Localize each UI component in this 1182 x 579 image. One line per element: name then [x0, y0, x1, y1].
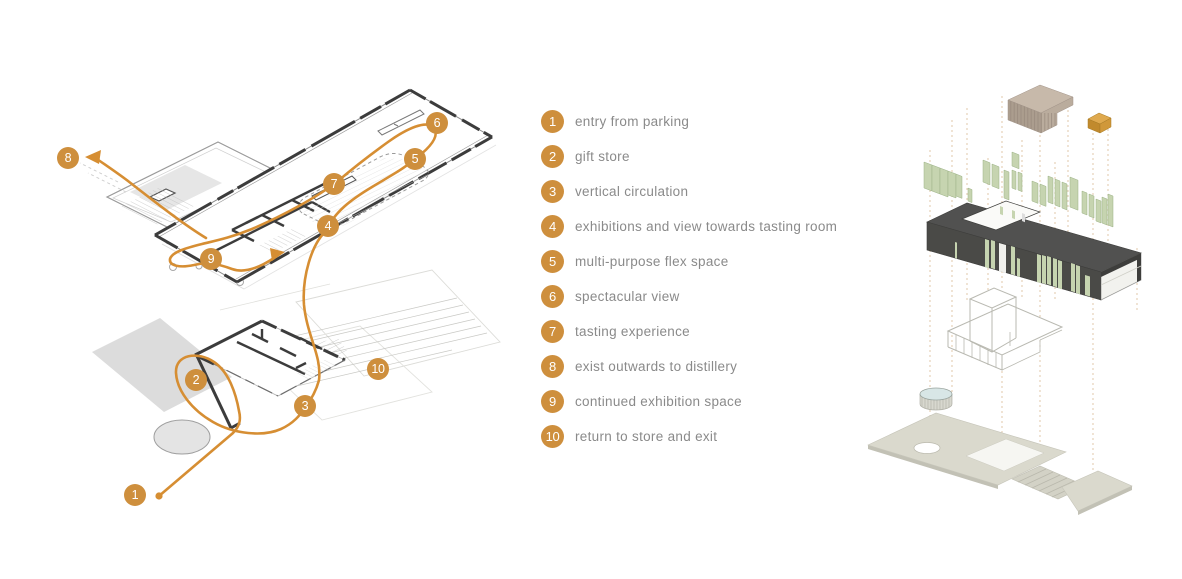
window-panels-layer [923, 151, 1114, 228]
chimney-box [1087, 112, 1112, 134]
roof-volume [1007, 84, 1074, 134]
plan-marker-1: 1 [124, 484, 146, 506]
plan-marker-3: 3 [294, 395, 316, 417]
legend-item-label: spectacular view [575, 289, 680, 304]
ground-floor-wireframe [946, 287, 1064, 371]
plan-marker-9: 9 [200, 248, 222, 270]
water-tank-cylinder [919, 387, 953, 411]
legend-number-badge: 7 [541, 320, 564, 343]
legend-item-label: return to store and exit [575, 429, 718, 444]
plan-marker-8: 8 [57, 147, 79, 169]
plan-marker-2: 2 [185, 369, 207, 391]
circulation-path [85, 123, 437, 500]
legend-item-label: tasting experience [575, 324, 690, 339]
legend-number-badge: 8 [541, 355, 564, 378]
legend-item-label: continued exhibition space [575, 394, 742, 409]
legend-item: 1 entry from parking [541, 110, 837, 133]
legend-item: 3 vertical circulation [541, 180, 837, 203]
legend-item: 4 exhibitions and view towards tasting r… [541, 215, 837, 238]
legend-item: 2 gift store [541, 145, 837, 168]
plan-marker-4: 4 [317, 215, 339, 237]
legend-item-label: vertical circulation [575, 184, 689, 199]
legend-item-label: gift store [575, 149, 630, 164]
plan-marker-7: 7 [323, 173, 345, 195]
main-volume [926, 200, 1142, 301]
plan-marker-6: 6 [426, 112, 448, 134]
legend: 1 entry from parking 2 gift store 3 vert… [541, 110, 837, 460]
lower-floor-plan [92, 269, 501, 455]
path-arrowhead-return [270, 248, 285, 261]
legend-number-badge: 1 [541, 110, 564, 133]
plan-marker-10: 10 [367, 358, 389, 380]
base-plate [867, 412, 1133, 515]
legend-item-label: entry from parking [575, 114, 690, 129]
plan-marker-5: 5 [404, 148, 426, 170]
legend-number-badge: 4 [541, 215, 564, 238]
legend-item: 6 spectacular view [541, 285, 837, 308]
legend-number-badge: 3 [541, 180, 564, 203]
legend-number-badge: 2 [541, 145, 564, 168]
legend-item: 8 exist outwards to distillery [541, 355, 837, 378]
legend-number-badge: 5 [541, 250, 564, 273]
path-arrowhead-exit [85, 150, 101, 164]
legend-item-label: exhibitions and view towards tasting roo… [575, 219, 838, 234]
legend-number-badge: 9 [541, 390, 564, 413]
legend-number-badge: 6 [541, 285, 564, 308]
legend-item-label: multi-purpose flex space [575, 254, 729, 269]
legend-item-label: exist outwards to distillery [575, 359, 738, 374]
legend-item: 10 return to store and exit [541, 425, 837, 448]
legend-item: 7 tasting experience [541, 320, 837, 343]
legend-item: 9 continued exhibition space [541, 390, 837, 413]
legend-number-badge: 10 [541, 425, 564, 448]
legend-item: 5 multi-purpose flex space [541, 250, 837, 273]
